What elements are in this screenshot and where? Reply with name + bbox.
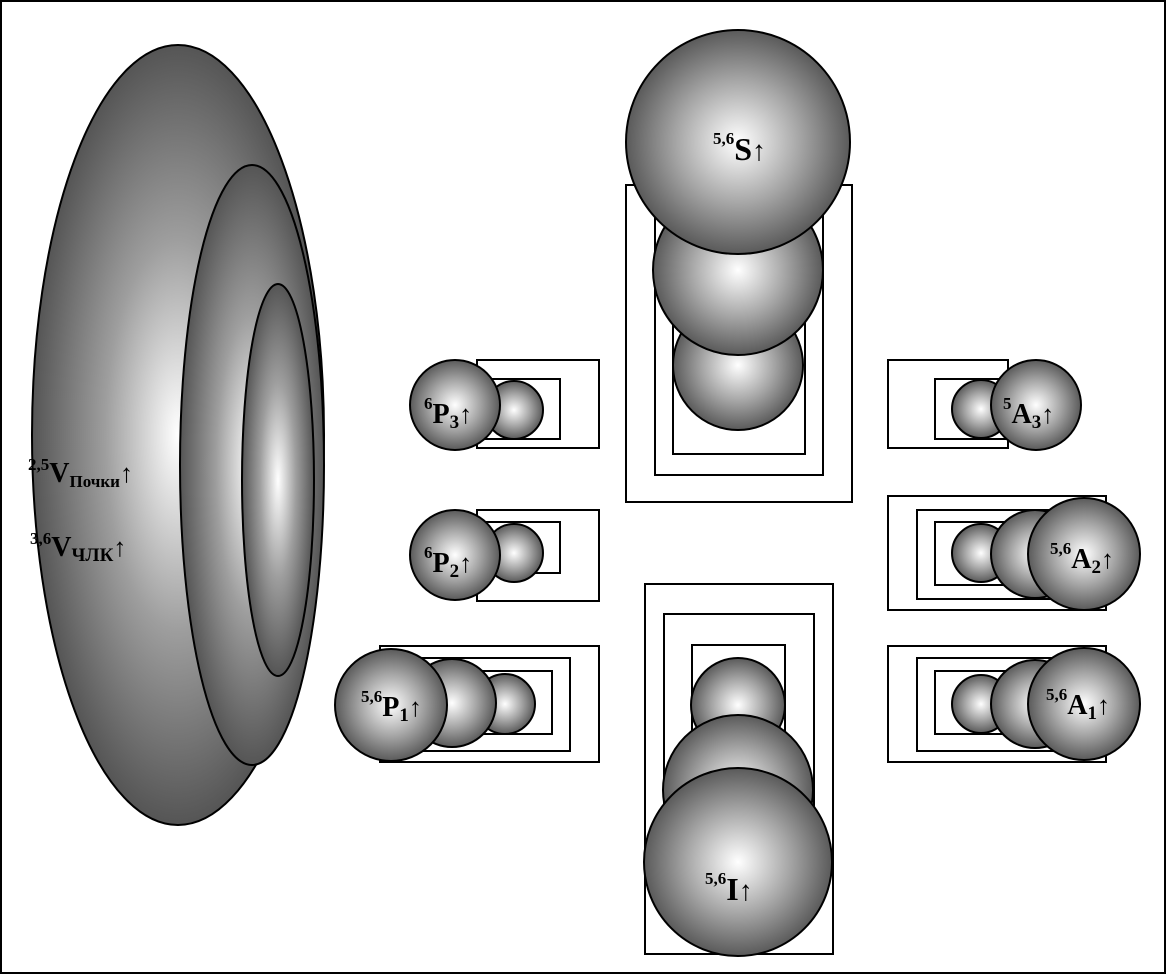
p2-group: 6P2↑ — [409, 509, 600, 602]
label-a3: 5A3↑ — [1003, 394, 1054, 433]
p1-ball-large — [334, 648, 448, 762]
a3-group: 5A3↑ — [887, 359, 1082, 451]
p1-group: 5,6P1↑ — [334, 645, 600, 763]
s-ball-large — [625, 29, 851, 255]
label-a1: 5,6A1↑ — [1046, 685, 1110, 724]
a2-group: 5,6A2↑ — [887, 495, 1141, 611]
a1-group: 5,6A1↑ — [887, 645, 1141, 763]
p3-group: 6P3↑ — [409, 359, 600, 451]
a3-ball-large — [990, 359, 1082, 451]
label-a2: 5,6A2↑ — [1050, 539, 1114, 578]
v-ellipse-group — [31, 44, 325, 826]
a1-ball-large — [1027, 647, 1141, 761]
label-p1: 5,6P1↑ — [361, 687, 422, 726]
p3-ball-large — [409, 359, 501, 451]
s-group: 5,6S↑ — [625, 29, 853, 503]
v-ellipse-inner — [241, 283, 315, 677]
a2-ball-large — [1027, 497, 1141, 611]
label-p2: 6P2↑ — [424, 543, 472, 582]
p2-ball-large — [409, 509, 501, 601]
i-group: 5,6I↑ — [643, 583, 834, 957]
label-v-pcs: 3,6VЧЛК↑ — [30, 529, 126, 566]
label-i: 5,6I↑ — [705, 869, 753, 907]
label-s: 5,6S↑ — [713, 129, 766, 167]
i-ball-large — [643, 767, 833, 957]
label-p3: 6P3↑ — [424, 394, 472, 433]
label-v-kidneys: 2,5VПочки↑ — [28, 455, 133, 491]
